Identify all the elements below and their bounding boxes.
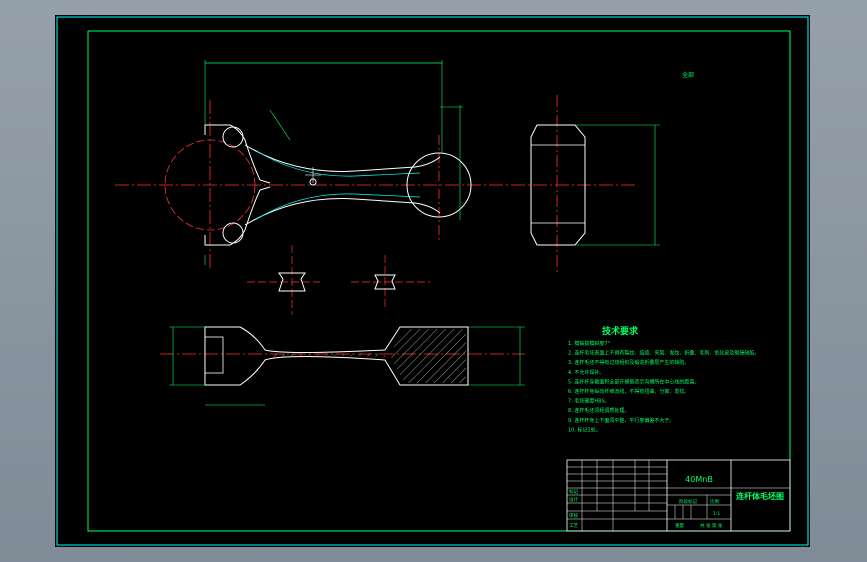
title-block: 40MnB 连杆体毛坯图 阶段标记 比例 1:1 重量 共 张 第 张 标记 设…	[566, 459, 791, 532]
tech-requirements-title: 技术要求	[602, 325, 639, 337]
tb-row-mark: 标记	[569, 488, 578, 495]
bottom-view[interactable]	[160, 326, 525, 406]
tech-note-item: 10. 标记1处。	[568, 426, 601, 433]
scale-value: 1:1	[713, 511, 720, 517]
tb-row-design: 设计	[569, 496, 578, 503]
tech-note-item: 3. 连杆毛坯不得有过烧组织及锻造折叠层产生的缺陷。	[568, 359, 689, 366]
drawing-sheet[interactable]: 技术要求 1. 模锻拔模斜度7° 2. 连杆毛坯表面上不得有裂纹、结疤、夹层、发纹…	[55, 15, 810, 547]
tech-note-item: 1. 模锻拔模斜度7°	[568, 340, 611, 347]
sheet-label: 共 张 第 张	[700, 522, 723, 529]
tech-note-item: 6. 连杆杆身纵向纤维流线，不得有扭曲、分离、发纹。	[568, 388, 689, 395]
sheet-outer-frame	[56, 16, 809, 546]
drawing-title: 连杆体毛坯图	[736, 491, 784, 501]
tb-row-review: 审核	[569, 512, 578, 519]
side-view[interactable]	[530, 95, 660, 273]
corner-roughness-label: 全部	[682, 71, 694, 79]
cad-drawing-canvas[interactable]: 技术要求 1. 模锻拔模斜度7° 2. 连杆毛坯表面上不得有裂纹、结疤、夹层、发纹…	[55, 15, 810, 547]
tech-note-item: 2. 连杆毛坯表面上不得有裂纹、结疤、夹层、发纹、折叠、毛刺、氧化皮及锻接缺陷。	[568, 350, 759, 357]
tech-notes-list: 1. 模锻拔模斜度7° 2. 连杆毛坯表面上不得有裂纹、结疤、夹层、发纹、折叠、毛…	[568, 340, 759, 433]
front-view[interactable]	[115, 60, 635, 270]
tech-note-item: 9. 连杆杆身上下面须平整，平行度偏差不大于。	[568, 417, 674, 424]
sheet-inner-frame	[87, 30, 791, 532]
technical-requirements: 技术要求 1. 模锻拔模斜度7° 2. 连杆毛坯表面上不得有裂纹、结疤、夹层、发纹…	[568, 325, 759, 433]
tech-note-item: 5. 连杆杆身截面积全部开模锻造示沟槽所在中心线的距离。	[568, 378, 699, 385]
tech-note-item: 4. 不允许焊补。	[568, 369, 604, 376]
scale-label: 比例	[710, 498, 719, 505]
material-label: 40MnB	[685, 475, 713, 484]
tb-row-process: 工艺	[569, 523, 578, 529]
cad-crosshair-icon	[305, 167, 321, 183]
weight-label: 重量	[675, 522, 684, 529]
tech-note-item: 7. 毛坯硬度HBS。	[568, 398, 610, 405]
stage-label: 阶段标记	[679, 498, 697, 505]
tech-note-item: 8. 连杆毛坯须经调质处理。	[568, 407, 629, 414]
section-views[interactable]	[247, 245, 430, 315]
